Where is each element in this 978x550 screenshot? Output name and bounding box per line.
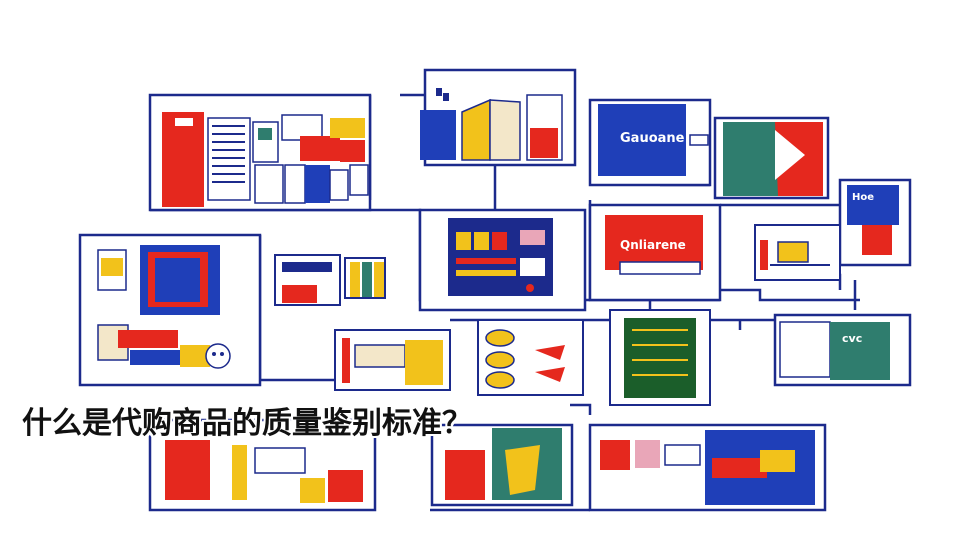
panel-right-screen: cvc <box>773 313 912 387</box>
panel-color-block <box>713 116 830 200</box>
panel-shipping-boxes <box>420 68 577 167</box>
panel-logo-blue: Gauoane <box>588 98 712 187</box>
logo-text-2: Qnliarene <box>620 238 686 252</box>
panel-small-stations <box>274 254 386 306</box>
svg-text:Hoe: Hoe <box>852 192 874 203</box>
panel-center-board <box>418 208 587 312</box>
svg-text:cvc: cvc <box>842 332 862 345</box>
panel-right-card: Hoe <box>838 178 912 267</box>
panel-left-card <box>78 233 262 387</box>
panel-green-board <box>609 309 711 406</box>
panel-bottom-center <box>430 423 574 507</box>
panel-packaging <box>334 329 451 391</box>
logo-text-1: Gauoane <box>620 131 685 146</box>
panel-cart <box>754 224 841 281</box>
caption-title: 什么是代购商品的质量鉴别标准？ <box>22 406 472 441</box>
panel-bottom-left <box>148 418 377 512</box>
panel-documents <box>148 93 372 212</box>
panel-food <box>477 319 584 396</box>
panel-bottom-right <box>588 423 827 512</box>
panel-logo-red: Qnliarene <box>588 203 722 302</box>
